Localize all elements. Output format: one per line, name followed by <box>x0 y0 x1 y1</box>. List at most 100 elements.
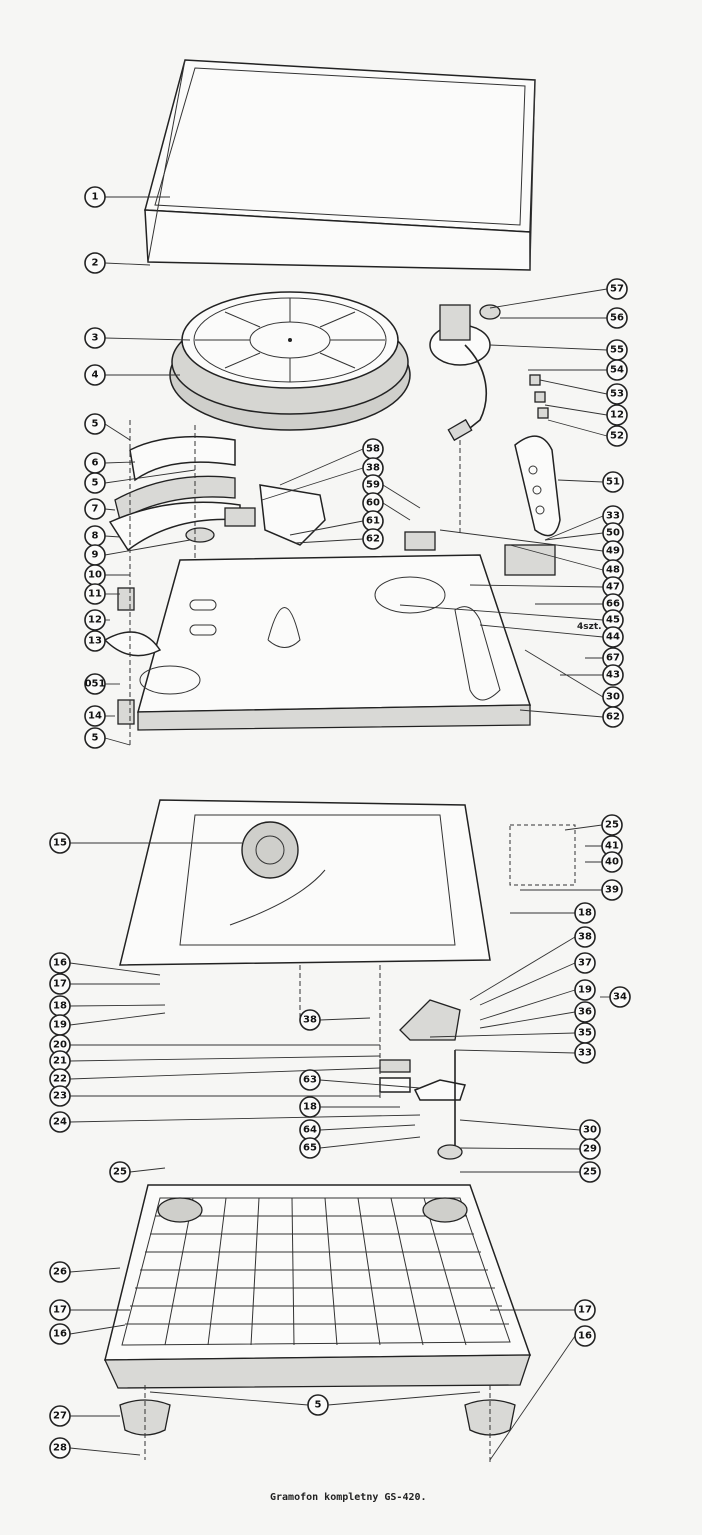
leader-line <box>469 936 576 1001</box>
callout-circle <box>84 727 106 749</box>
callout-4: 4 <box>84 364 180 386</box>
callout-circle <box>84 673 106 695</box>
leader-line <box>104 539 191 556</box>
callout-number: 5 <box>315 1400 322 1411</box>
platter <box>169 291 411 431</box>
callout-19: 19 <box>479 979 596 1021</box>
callout-number: 16 <box>53 958 67 969</box>
callout-13: 13 <box>84 630 106 652</box>
callout-16: 16 <box>49 952 161 976</box>
callout-circle <box>601 814 623 836</box>
leader-line <box>69 1114 421 1123</box>
callout-circle <box>574 1325 596 1347</box>
callout-circle <box>49 1085 71 1107</box>
callout-30: 30 <box>459 1119 601 1141</box>
callout-61: 61 <box>289 510 384 536</box>
callout-circle <box>49 1299 71 1321</box>
callout-number: 25 <box>113 1167 127 1178</box>
callout-43: 43 <box>560 664 624 686</box>
callout-number: 25 <box>583 1167 597 1178</box>
callout-18: 18 <box>510 902 596 924</box>
callout-number: 12 <box>610 410 624 421</box>
callout-circle <box>574 979 596 1001</box>
callout-number: 13 <box>88 636 102 647</box>
callout-circle <box>606 359 628 381</box>
callout-circle <box>574 1299 596 1321</box>
callout-5: 5 <box>84 413 131 441</box>
callout-circle <box>602 626 624 648</box>
leader-line <box>399 604 604 621</box>
callout-number: 17 <box>53 1305 67 1316</box>
leader-line <box>104 508 116 511</box>
callout-number: 64 <box>303 1125 317 1136</box>
callout-53: 53 <box>539 379 628 405</box>
callout-circle <box>49 832 71 854</box>
leader-line <box>544 515 604 541</box>
callout-number: 19 <box>578 985 592 996</box>
leader-line <box>69 1055 381 1062</box>
callout-56: 56 <box>500 307 628 329</box>
callout-36: 36 <box>479 1001 596 1029</box>
callout-circle <box>84 413 106 435</box>
leader-line <box>104 737 131 746</box>
leader-line <box>261 467 364 501</box>
callout-number: 24 <box>53 1117 67 1128</box>
callout-11: 11 <box>84 583 120 605</box>
callout-circle <box>84 705 106 727</box>
callout-26: 26 <box>49 1261 121 1283</box>
callout-17: 17 <box>490 1299 596 1321</box>
callout-circle <box>606 383 628 405</box>
leader-line <box>104 262 151 266</box>
leader-line <box>294 538 364 544</box>
leader-line <box>149 1391 309 1406</box>
callout-circle <box>84 186 106 208</box>
leader-line <box>479 962 576 1006</box>
callout-number: 2 <box>92 258 99 269</box>
callout-number: 52 <box>610 431 624 442</box>
callout-number: 63 <box>303 1075 317 1086</box>
leader-line <box>104 469 196 484</box>
callout-number: 27 <box>53 1411 67 1422</box>
dust-cover <box>144 59 536 271</box>
callout-66: 66 <box>535 593 624 615</box>
callout-5: 5 <box>84 727 131 749</box>
callout-number: 28 <box>53 1443 67 1454</box>
callout-number: 53 <box>610 389 624 400</box>
callout-21: 21 <box>49 1050 381 1072</box>
leader-line <box>459 1119 581 1131</box>
leader-line <box>104 337 191 341</box>
callout-number: 33 <box>578 1048 592 1059</box>
leader-line <box>489 344 608 351</box>
callout-30: 30 <box>524 649 624 708</box>
leader-line <box>439 529 604 552</box>
leader-line <box>544 532 604 541</box>
callout-19: 19 <box>49 1012 166 1036</box>
callout-circle <box>49 1405 71 1427</box>
leader-line <box>429 1032 576 1038</box>
motor-parts <box>104 420 461 745</box>
callout-circle <box>49 973 71 995</box>
figure-caption: Gramofon kompletny GS-420. <box>270 1492 427 1503</box>
callout-number: 40 <box>605 857 619 868</box>
leader-line <box>524 649 604 698</box>
callout-number: 36 <box>578 1007 592 1018</box>
callout-number: 34 <box>613 992 627 1003</box>
leader-line <box>557 479 604 483</box>
callout-number: 58 <box>366 444 380 455</box>
callout-45: 45 <box>399 604 624 631</box>
callout-number: 30 <box>583 1125 597 1136</box>
callout-number: 51 <box>606 477 620 488</box>
callout-5: 5 <box>149 1391 329 1416</box>
callout-number: 44 <box>606 632 620 643</box>
callout-circle <box>299 1009 321 1031</box>
callout-circle <box>609 986 631 1008</box>
callout-circle <box>299 1096 321 1118</box>
leader-line <box>469 584 604 588</box>
callout-18: 18 <box>299 1096 400 1118</box>
callout-circle <box>49 1261 71 1283</box>
callout-circle <box>84 252 106 274</box>
feet <box>119 1385 516 1465</box>
callout-number: 62 <box>366 534 380 545</box>
callout-circle <box>602 471 624 493</box>
callout-number: 23 <box>53 1091 67 1102</box>
